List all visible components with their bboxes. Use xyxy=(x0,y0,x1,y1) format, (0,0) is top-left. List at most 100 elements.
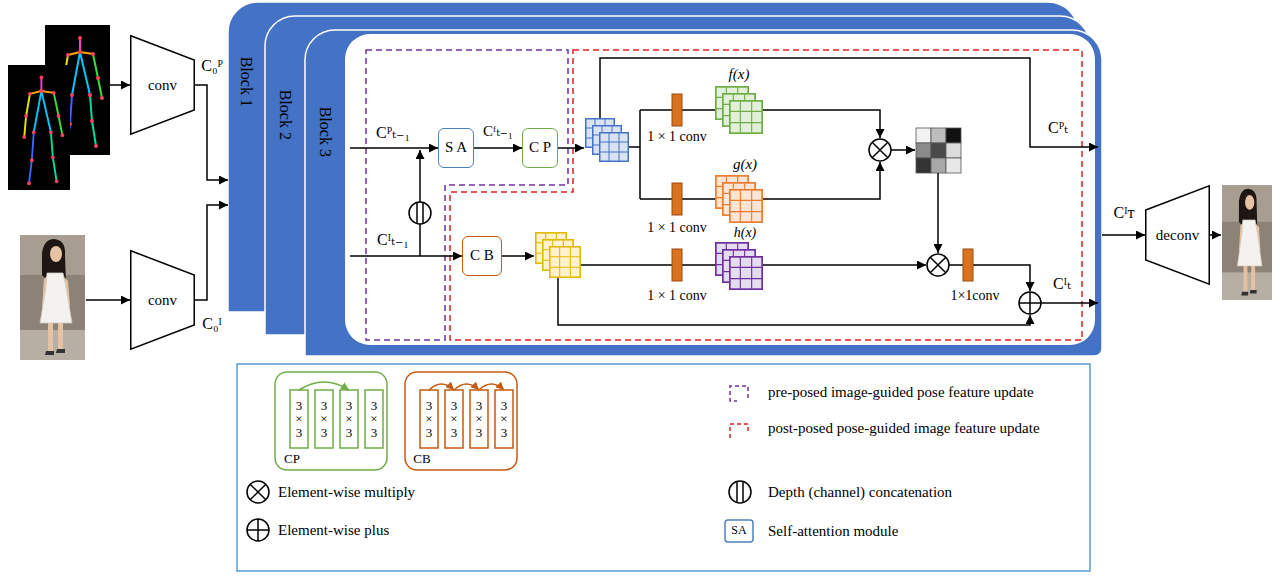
skip-arrow xyxy=(479,384,504,390)
skip-arrow xyxy=(429,384,454,390)
diagram-label: Cᴾₜ xyxy=(1048,119,1068,137)
block-title: Block 2 xyxy=(276,90,294,140)
conv1x1-bar xyxy=(672,183,682,215)
trapezoid-outline xyxy=(131,251,195,350)
wire-arrow xyxy=(502,255,534,257)
legend-text: post-posed pose-guided image feature upd… xyxy=(768,419,1040,437)
legend-text: Depth (channel) concatenation xyxy=(768,483,952,501)
conv-encoder: conv xyxy=(130,35,195,135)
layer-label: S A xyxy=(445,140,467,156)
feature-map xyxy=(550,247,580,277)
wire-arrow xyxy=(937,173,939,253)
matrix-cell xyxy=(931,128,946,143)
legend-box xyxy=(237,364,1090,571)
cp-legend-icon xyxy=(275,372,387,470)
matrix-cell xyxy=(946,143,961,158)
wire-arrow xyxy=(891,149,915,151)
conv3x3-cells xyxy=(420,390,513,448)
feature-map xyxy=(600,133,629,162)
input-arrow xyxy=(86,299,130,301)
skip-arrow xyxy=(454,384,479,390)
wire-arrow xyxy=(558,147,584,149)
conv1x1-bar xyxy=(963,249,973,281)
diagram-label: 1 × 1 conv xyxy=(647,129,707,145)
diagram-label: 1 × 1 conv xyxy=(647,288,707,304)
layer-label: conv xyxy=(148,77,177,94)
conv1x1-bar xyxy=(672,249,682,281)
diagram-label: Cᴵₜ xyxy=(1053,275,1071,293)
layer-label: C P xyxy=(529,140,551,156)
connector-arrow xyxy=(195,85,228,180)
diagram-label: 3 × 3 xyxy=(320,399,327,440)
conv-encoder: conv xyxy=(130,250,195,350)
cb-box: C B xyxy=(462,236,502,276)
feature-map xyxy=(730,257,762,289)
diagram-label: 3 × 3 xyxy=(450,399,457,440)
generated-person-image xyxy=(1222,185,1272,300)
matrix-cell xyxy=(916,158,931,173)
diagram-label: SA xyxy=(731,524,746,538)
output-arrow xyxy=(1210,234,1221,236)
diagram-label: h(x) xyxy=(734,225,757,241)
block-title: Block 3 xyxy=(316,107,334,157)
diagram-label: 3 × 3 xyxy=(345,399,352,440)
diagram-label: 3 × 3 xyxy=(500,399,507,440)
legend-text: Element-wise multiply xyxy=(278,483,415,501)
block-inner-panel xyxy=(345,34,1095,345)
tensor-label: C₀ᴵ xyxy=(202,315,221,333)
multiply-symbol xyxy=(927,254,949,276)
plus-symbol xyxy=(1019,292,1041,314)
multiply-symbol xyxy=(247,481,269,503)
legend-text: Element-wise plus xyxy=(278,521,389,539)
diagram-label: Cᴵₜ₋₁ xyxy=(377,231,409,249)
diagram-label: 1×1conv xyxy=(950,288,999,304)
diagram-label: 1 × 1 conv xyxy=(647,220,707,236)
red-dash-sample xyxy=(730,424,748,438)
diagram-label: g(x) xyxy=(733,156,757,173)
layer-label: C B xyxy=(470,248,494,264)
block-card: Block 3 S A C P C B xyxy=(305,30,1102,356)
matrix-cell xyxy=(931,158,946,173)
wire-arrow xyxy=(350,255,462,257)
connector-arrow xyxy=(1102,234,1145,236)
layer-label: conv xyxy=(148,292,177,309)
diagram-label: 3 × 3 xyxy=(425,399,432,440)
attention-matrix xyxy=(916,128,961,173)
tensor-label: Cᴵᴛ xyxy=(1114,204,1135,222)
connector-arrow xyxy=(474,147,522,149)
deconv-decoder: deconv xyxy=(1145,185,1210,285)
trapezoid-outline xyxy=(131,36,195,135)
pose-map-image xyxy=(8,65,70,190)
trapezoid-outline xyxy=(1146,186,1210,285)
self-attention-box: S A xyxy=(438,128,474,168)
legend-text: Self-attention module xyxy=(768,522,898,540)
matrix-cell xyxy=(946,158,961,173)
feature-map xyxy=(730,190,762,222)
concat-symbol xyxy=(729,481,751,503)
block-card-shape xyxy=(228,2,1078,312)
block-card: Block 2 xyxy=(265,16,1090,335)
wire-arrow xyxy=(350,147,438,149)
diagram-label: CB xyxy=(413,452,430,467)
layer-label: deconv xyxy=(1156,227,1199,244)
block-card-fill xyxy=(305,30,1102,356)
legend-text: pre-posed image-guided pose feature upda… xyxy=(768,383,1034,401)
wire-arrow xyxy=(763,264,926,266)
conv1x1-bar xyxy=(672,94,682,126)
tensor-label: C₀ᴾ xyxy=(201,57,223,75)
block-card-shape xyxy=(305,30,1102,356)
plus-symbol xyxy=(247,519,269,541)
block-card: Block 1 xyxy=(228,2,1078,312)
cb-legend-icon xyxy=(405,372,517,470)
wire-arrow xyxy=(1041,302,1098,304)
diagram-label: 3 × 3 xyxy=(370,399,377,440)
diagram-label: CP xyxy=(284,452,300,467)
matrix-cell xyxy=(916,143,931,158)
purple-dash-sample xyxy=(730,386,748,401)
matrix-cell xyxy=(946,128,961,143)
cp-box: C P xyxy=(522,128,558,168)
block-card-shape xyxy=(265,16,1090,335)
source-person-image xyxy=(20,235,85,360)
concat-symbol xyxy=(409,202,431,224)
